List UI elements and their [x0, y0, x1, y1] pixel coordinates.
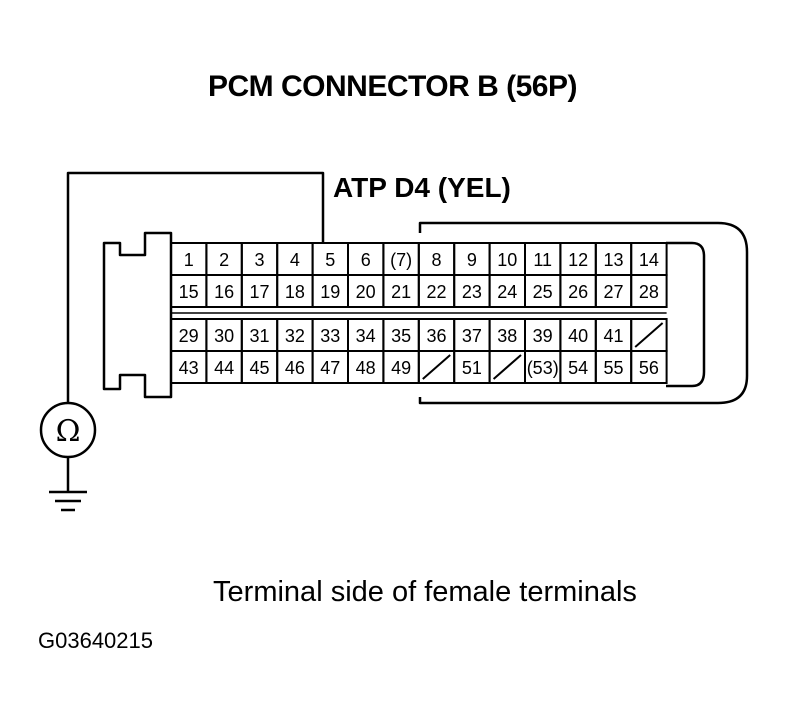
terminal-number: 10 — [497, 250, 517, 270]
terminal-number: 21 — [391, 282, 411, 302]
terminal-number: 14 — [639, 250, 659, 270]
terminal-number: 22 — [426, 282, 446, 302]
terminal-number: 8 — [431, 250, 441, 270]
terminal-number: 56 — [639, 358, 659, 378]
figure-id: G03640215 — [38, 628, 153, 653]
terminal-number: 28 — [639, 282, 659, 302]
terminal-number: 41 — [603, 326, 623, 346]
terminal-number: (7) — [390, 250, 412, 270]
terminal-number: 39 — [533, 326, 553, 346]
terminal-number: 31 — [249, 326, 269, 346]
terminal-number: 48 — [356, 358, 376, 378]
terminal-number: 35 — [391, 326, 411, 346]
terminal-number: 47 — [320, 358, 340, 378]
terminal-number: 16 — [214, 282, 234, 302]
terminal-cell — [630, 350, 668, 384]
terminal-number: 29 — [179, 326, 199, 346]
terminal-number: 4 — [290, 250, 300, 270]
terminal-number: 49 — [391, 358, 411, 378]
diagram-title: PCM CONNECTOR B (56P) — [208, 70, 577, 103]
terminal-number: 44 — [214, 358, 234, 378]
connector-housing — [102, 231, 173, 399]
terminal-number: 51 — [462, 358, 482, 378]
terminal-number: 43 — [179, 358, 199, 378]
terminal-number: 30 — [214, 326, 234, 346]
terminal-number: 5 — [325, 250, 335, 270]
terminal-number: 34 — [356, 326, 376, 346]
terminal-number: 32 — [285, 326, 305, 346]
connector-hood — [418, 221, 749, 405]
terminal-number: 18 — [285, 282, 305, 302]
terminal-number: 45 — [249, 358, 269, 378]
terminal-number: 33 — [320, 326, 340, 346]
terminal-number: 27 — [603, 282, 623, 302]
terminal-number: 11 — [533, 250, 552, 270]
unused-terminal-slash — [634, 322, 664, 348]
terminal-number: 12 — [568, 250, 588, 270]
terminal-number: (53) — [527, 358, 559, 378]
terminal-number: 37 — [462, 326, 482, 346]
connector-inner-wall — [666, 241, 706, 388]
terminal-number: 36 — [426, 326, 446, 346]
terminal-number: 19 — [320, 282, 340, 302]
diagram-caption: Terminal side of female terminals — [213, 576, 637, 608]
terminal-number: 23 — [462, 282, 482, 302]
terminal-cell — [630, 274, 668, 308]
wire-label: ATP D4 (YEL) — [333, 172, 511, 203]
ohm-symbol: Ω — [56, 414, 81, 449]
terminal-number: 17 — [249, 282, 269, 302]
terminal-number: 9 — [467, 250, 477, 270]
terminal-number: 26 — [568, 282, 588, 302]
terminal-number: 6 — [361, 250, 371, 270]
terminal-number: 3 — [254, 250, 264, 270]
unused-terminal-slash — [492, 354, 522, 380]
tester-lead — [66, 171, 325, 403]
terminal-number: 15 — [179, 282, 199, 302]
terminal-number: 46 — [285, 358, 305, 378]
terminal-number: 55 — [603, 358, 623, 378]
terminal-number: 54 — [568, 358, 588, 378]
terminal-number: 20 — [356, 282, 376, 302]
terminal-number: 24 — [497, 282, 517, 302]
unused-terminal-slash — [422, 354, 451, 380]
terminal-number: 38 — [497, 326, 517, 346]
terminal-number: 40 — [568, 326, 588, 346]
terminal-number: 25 — [533, 282, 553, 302]
terminal-number: 1 — [184, 250, 194, 270]
terminal-number: 2 — [219, 250, 229, 270]
terminal-number: 13 — [603, 250, 623, 270]
ohmmeter — [39, 401, 97, 459]
